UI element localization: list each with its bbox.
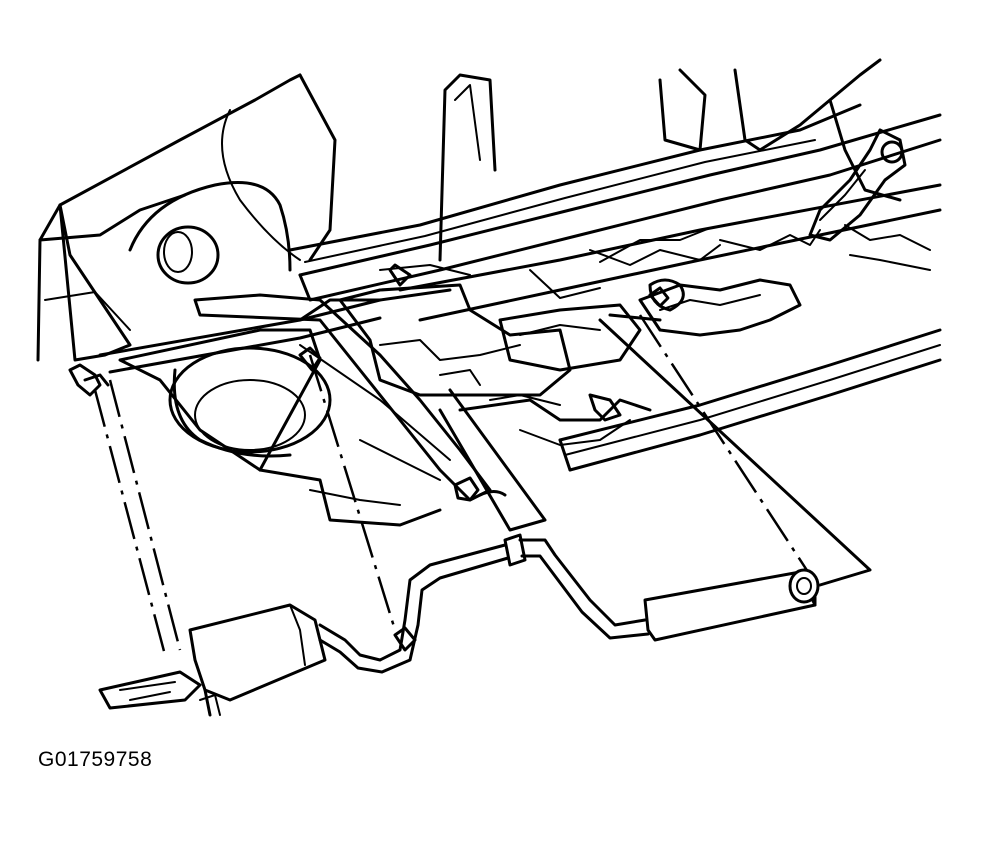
- muffler: [188, 603, 327, 702]
- alignment-line-rear: [93, 389, 167, 656]
- tailpipe-outlet: [98, 670, 202, 710]
- vehicle-underbody: [36, 58, 942, 527]
- alignment-line-front: [638, 314, 812, 576]
- figure-id-label: G01759758: [38, 748, 153, 771]
- alignment-line-rear-2: [108, 379, 182, 651]
- resonator-inlet: [788, 568, 820, 604]
- exhaust-system: [93, 313, 872, 717]
- alignment-line-mid: [308, 354, 397, 631]
- pipe-clamp: [503, 533, 527, 567]
